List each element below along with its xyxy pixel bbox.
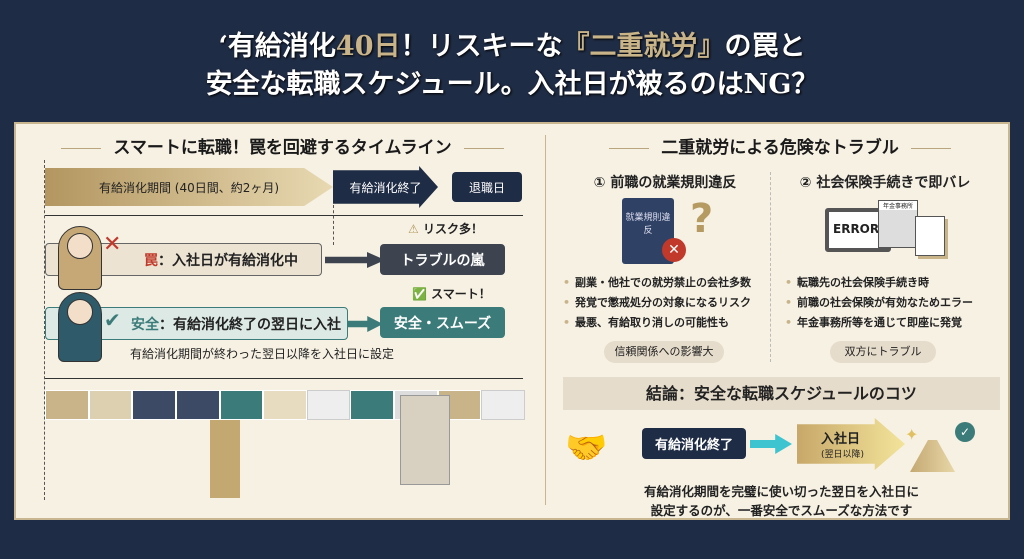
pension-office-building-icon: 年金事務所: [878, 200, 918, 248]
trouble-2-bullets: 転職先の社会保険手続き時 前職の社会保険が有効なためエラー 年金事務所等を通じて…: [785, 273, 973, 333]
timeline-axis: [45, 215, 523, 216]
warning-icon: ⚠: [408, 222, 419, 236]
conclusion-text: 有給消化期間を完璧に使い切った翌日を入社日に設定するのが、一番安全でスムーズな方…: [643, 484, 919, 518]
trouble-1-tag: 信頼関係への影響大: [604, 341, 724, 363]
check-circle-icon: ✓: [955, 422, 975, 442]
calendar-blocks-illustration: [45, 390, 526, 420]
trouble-2-title: ② 社会保険手続きで即バレ: [799, 175, 971, 191]
timeline-caption: 有給消化期間が終わった翌日以降を入社日に設定: [130, 347, 395, 361]
paid-leave-end-arrow: 有給消化終了: [333, 166, 438, 208]
troubles-heading: 二重就労による危険なトラブル: [555, 133, 1005, 158]
cross-circle-icon: ✕: [662, 238, 686, 262]
trouble-1-title: ① 前職の就業規則違反: [593, 175, 737, 191]
column-divider: [770, 172, 771, 362]
risk-badge: ⚠ リスク多！: [408, 222, 483, 236]
timeline-axis-2: [45, 378, 523, 379]
handshake-icon: 🤝: [565, 428, 608, 468]
timeline-start-line: [44, 160, 45, 500]
section-divider: [545, 135, 546, 505]
conclusion-heading: 結論：安全な転職スケジュールのコツ: [563, 377, 1000, 410]
check-circle-icon: ✅: [412, 287, 427, 301]
trouble-1-bullets: 副業・他社での就労禁止の会社多数 発覚で懲戒処分の対象になるリスク 最悪、有給取…: [563, 273, 751, 333]
check-icon: ✔: [104, 308, 121, 332]
trouble-2-tag: 双方にトラブル: [830, 341, 936, 363]
end-marker: [333, 205, 334, 245]
page-title: ‘有給消化40日！リスキーな『二重就労』の罠と 安全な転職スケジュール。入社日が…: [205, 31, 819, 100]
step-paid-leave-end: 有給消化終了: [642, 428, 746, 459]
document-illustration: [210, 420, 240, 498]
smart-badge: ✅ スマート！: [412, 287, 491, 301]
question-mark-icon: ?: [690, 196, 714, 242]
document-icon: [915, 216, 945, 256]
worried-person-icon: [58, 226, 102, 290]
trouble-result-box: トラブルの嵐: [380, 244, 505, 275]
paid-leave-period-arrow: 有給消化期間 (40日間、約2ヶ月): [45, 168, 333, 206]
paper-scroll-illustration: [400, 395, 450, 485]
businessman-icon: [58, 292, 102, 362]
sparkle-icon: ✦: [905, 425, 919, 444]
retirement-day-box: 退職日: [452, 172, 522, 202]
timeline-heading: スマートに転職！罠を回避するタイムライン: [30, 133, 535, 158]
smooth-result-box: 安全・スムーズ: [380, 307, 505, 338]
cross-icon: ✕: [103, 232, 122, 257]
